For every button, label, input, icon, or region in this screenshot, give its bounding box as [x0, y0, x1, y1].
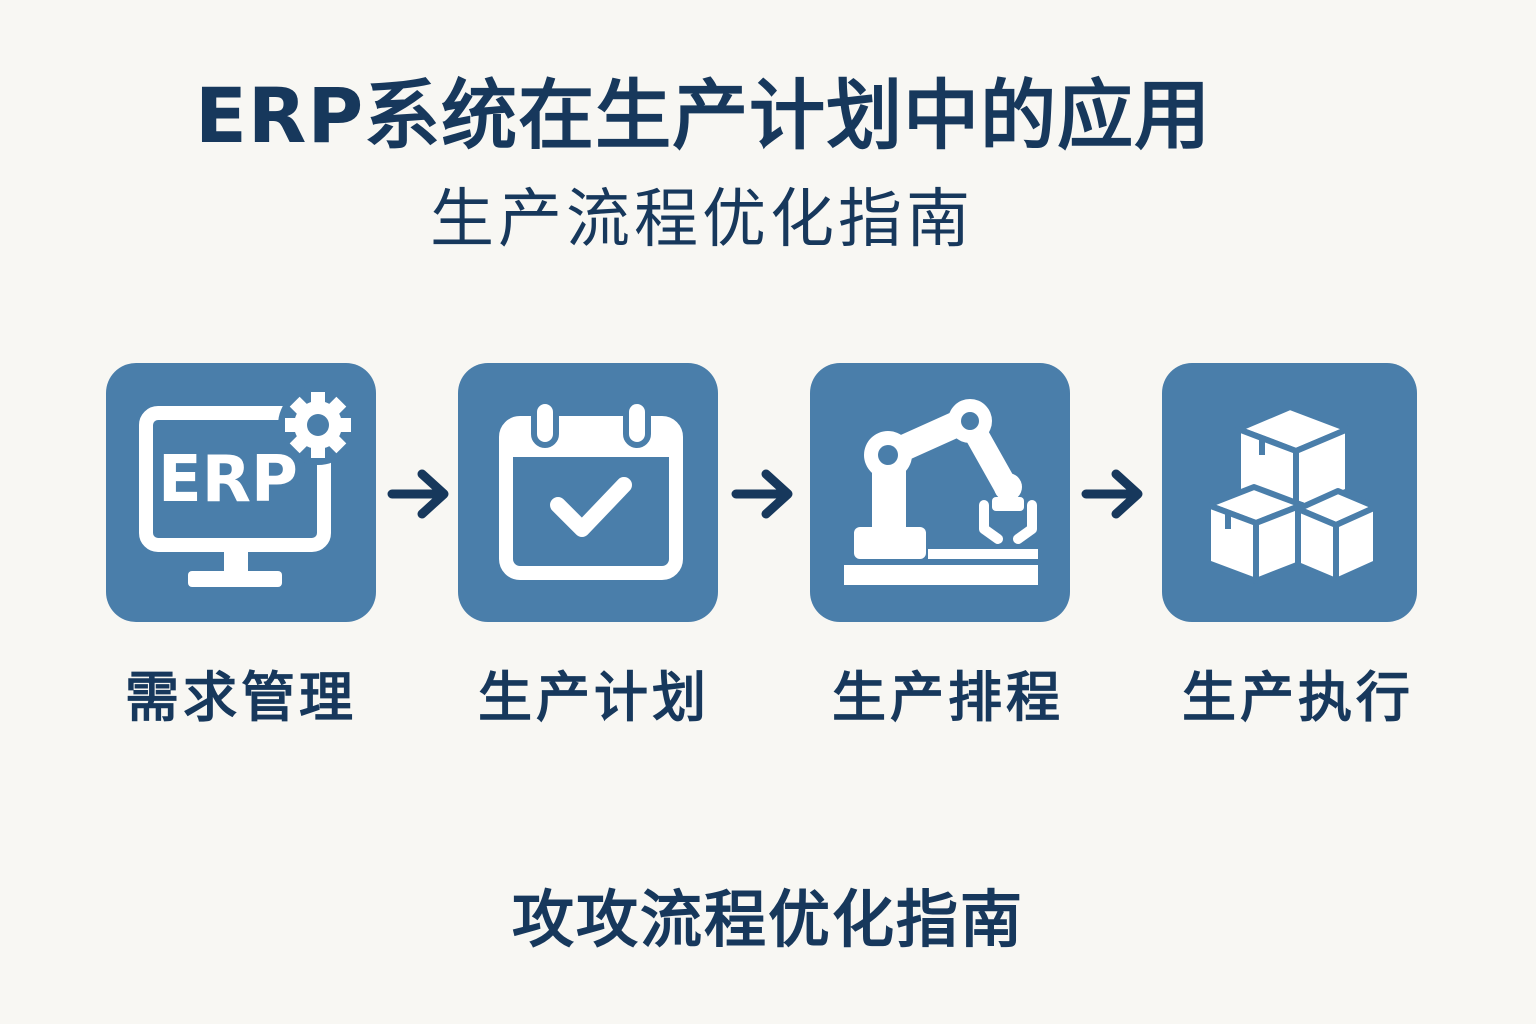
calendar-check-icon — [499, 398, 683, 580]
boxes-icon — [1205, 404, 1379, 584]
step-box-production-planning — [458, 363, 718, 622]
step-label-production-execution: 生产执行 — [1182, 666, 1414, 729]
page-title: ERP系统在生产计划中的应用 — [195, 71, 1212, 160]
step-label-demand-management: 需求管理 — [125, 666, 357, 729]
step-label-production-planning: 生产计划 — [478, 666, 710, 729]
footer-caption: 攻攻流程优化指南 — [511, 883, 1024, 956]
step-box-demand-management: ERP — [106, 363, 376, 622]
arrow-right-icon — [731, 469, 793, 519]
page-subtitle: 生产流程优化指南 — [430, 183, 974, 257]
arrow-right-icon — [387, 469, 449, 519]
robotic-arm-icon — [844, 399, 1038, 585]
arrow-right-icon — [1081, 469, 1143, 519]
computer-erp-gear-icon: ERP — [139, 385, 358, 587]
step-box-production-scheduling — [810, 363, 1070, 622]
step-box-production-execution — [1162, 363, 1417, 622]
step-label-production-scheduling: 生产排程 — [832, 666, 1064, 729]
erp-icon-text: ERP — [158, 443, 298, 517]
